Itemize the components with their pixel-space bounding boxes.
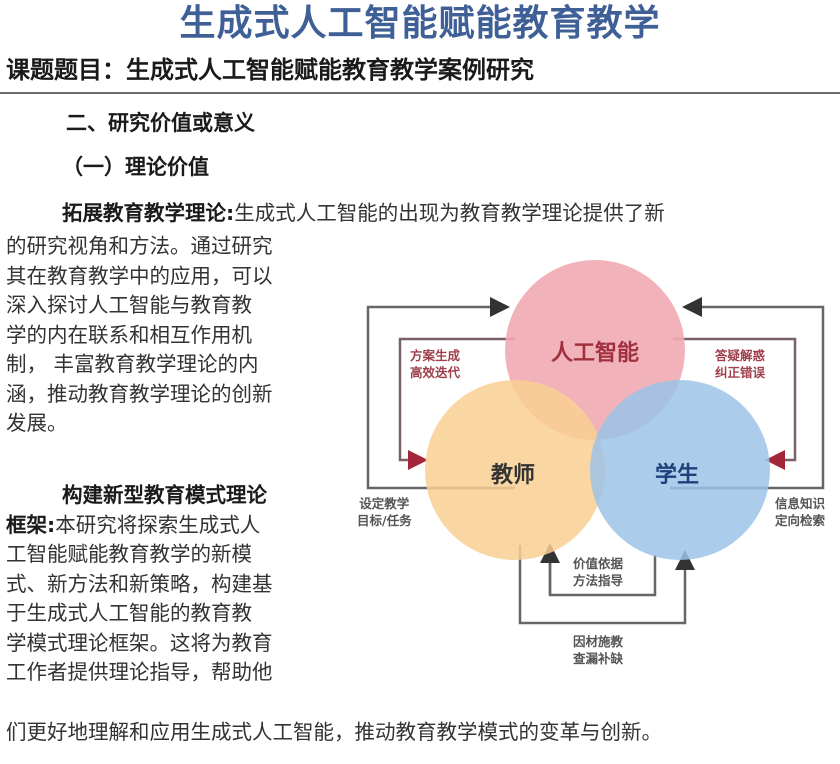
subsection-heading: （一）理论价值: [62, 155, 209, 179]
label-line: 信息知识: [775, 496, 826, 511]
section-heading: 二、研究价值或意义: [66, 111, 255, 135]
paragraph-2-lead: 构建新型教育模式理论: [62, 483, 267, 507]
subject-title: 课题题目：生成式人工智能赋能教育教学案例研究: [6, 56, 534, 84]
label-line: 目标/任务: [357, 513, 412, 528]
label-line: 定向检索: [775, 513, 826, 528]
paragraph-1-body: 的研究视角和方法。通过研究 其在教育教学中的应用，可以 深入探讨人工智能与教育教…: [6, 232, 346, 439]
paragraph-2-lead-cont: 框架:: [6, 512, 56, 537]
paragraph-2-last-line: 们更好地理解和应用生成式人工智能，推动教育教学模式的变革与创新。: [6, 720, 662, 744]
label-line: 答疑解惑: [715, 348, 766, 363]
text-line: 工作者提供理论指导，帮助他: [6, 660, 273, 684]
label-right: 信息知识 定向检索: [775, 495, 825, 529]
page-title: 生成式人工智能赋能教育教学: [179, 3, 661, 44]
text-line: 于生成式人工智能的教育教: [6, 601, 252, 625]
text-line: 式、新方法和新策略，构建基: [6, 571, 273, 596]
paragraph-1-text: 生成式人工智能的出现为教育教学理论提供了新: [234, 201, 665, 225]
diagram-graphics: [366, 260, 825, 625]
label-top-left: 方案生成 高效迭代: [410, 347, 460, 381]
label-line: 方案生成: [410, 348, 461, 363]
text-line: 学的内在联系和相互作用机: [6, 322, 252, 347]
label-line: 高效迭代: [410, 365, 461, 380]
text-line: 发展。: [6, 411, 68, 435]
text-line: 其在教育教学中的应用，可以: [6, 263, 273, 288]
label-line: 设定教学: [359, 496, 410, 511]
paragraph-1-first-line: 拓展教育教学理论:生成式人工智能的出现为教育教学理论提供了新: [62, 198, 665, 228]
text-line: 学模式理论框架。这将为教育: [6, 630, 273, 655]
circle-label-student: 学生: [655, 463, 700, 488]
paragraph-1-lead: 拓展教育教学理论:: [62, 201, 235, 225]
label-line: 因材施教: [573, 634, 624, 649]
paragraph-2-text: 本研究将探索生成式人: [55, 512, 261, 537]
label-bottom-inner: 价值依据 方法指导: [573, 555, 623, 589]
circle-label-ai: 人工智能: [551, 341, 640, 366]
label-line: 价值依据: [573, 556, 624, 571]
label-top-right: 答疑解惑 纠正错误: [715, 347, 765, 381]
text-line: 工智能赋能教育教学的新模: [6, 542, 252, 566]
text-line: 涵，推动教育教学理论的创新: [6, 381, 273, 406]
text-line: 制， 丰富教育教学理论的内: [6, 352, 259, 376]
text-line: 的研究视角和方法。通过研究: [6, 234, 273, 258]
circle-label-teacher: 教师: [491, 463, 536, 488]
label-left: 设定教学 目标/任务: [357, 495, 412, 529]
text-line: 深入探讨人工智能与教育教: [6, 293, 252, 317]
label-line: 查漏补缺: [573, 651, 624, 666]
divider: [0, 92, 840, 94]
label-line: 纠正错误: [715, 365, 766, 380]
label-line: 方法指导: [573, 573, 624, 588]
venn-diagram: 人工智能 教师 学生 方案生成 高效迭代 答疑解惑 纠正错误 设定教学 目标/任…: [355, 255, 840, 695]
label-bottom-outer: 因材施教 查漏补缺: [573, 633, 623, 667]
paragraph-2-body: 构建新型教育模式理论 框架:本研究将探索生成式人 工智能赋能教育教学的新模 式、…: [6, 481, 346, 688]
